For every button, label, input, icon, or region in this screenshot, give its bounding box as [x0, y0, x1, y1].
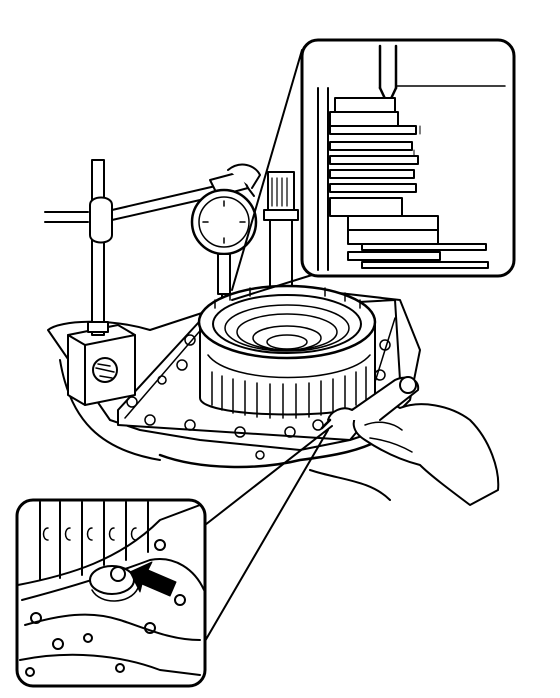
arrow-icon	[129, 561, 177, 597]
dial-indicator	[190, 188, 258, 339]
detail-upper-right	[231, 38, 516, 301]
fluid-hole-icon	[89, 565, 139, 602]
clutch-pack-section	[317, 85, 506, 271]
hand-with-air-nozzle	[320, 376, 500, 506]
detail-case-surface	[19, 539, 205, 677]
magnetic-base-stand	[44, 159, 261, 406]
indicator-plunger-icon	[378, 44, 398, 107]
detail-lower-left	[15, 425, 333, 688]
clutch-drum	[197, 284, 377, 419]
case-bolt-holes	[126, 334, 391, 460]
drum-splines	[207, 354, 371, 419]
detail-drum-splines	[17, 501, 201, 586]
